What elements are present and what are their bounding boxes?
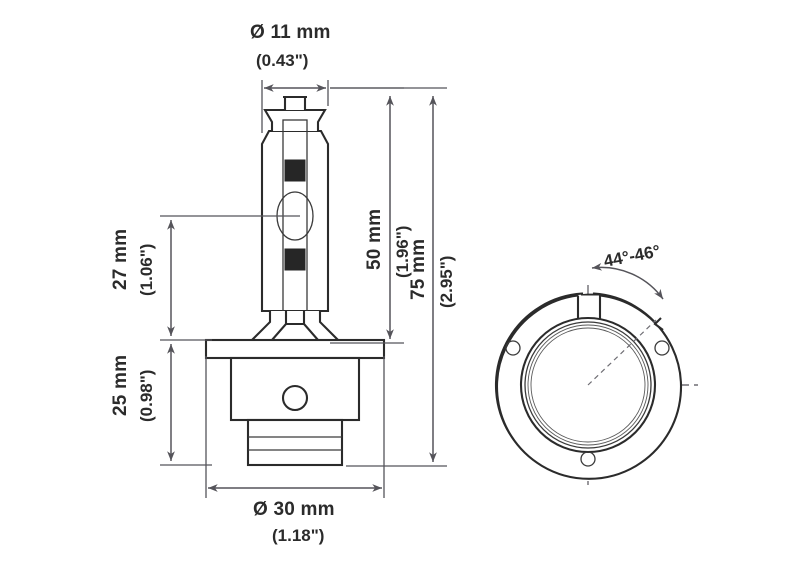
mounting-hole-left (505, 340, 521, 356)
dim-sublabel-top-diameter: (0.43") (256, 51, 308, 70)
dimension-top-diameter: Ø 11 mm (0.43") (250, 22, 331, 133)
dim-sublabel-base-height: (0.98") (137, 370, 156, 422)
dim-label-base-diameter: Ø 30 mm (253, 499, 335, 520)
dim-sublabel-overall-length: (2.95") (437, 256, 456, 308)
dimension-arc-height: 27 mm (1.06") (110, 215, 300, 341)
base-body (229, 356, 361, 422)
dim-sublabel-arc-height: (1.06") (137, 244, 156, 296)
dimension-keyway-angle: 44°-46° (591, 241, 664, 300)
base-bottom-view (494, 285, 698, 485)
dimension-overall-length: 75 mm (2.95") (330, 87, 456, 467)
mount-frame (249, 311, 341, 342)
dim-label-glass-length: 50 mm (364, 209, 385, 270)
radial-leader-line (587, 319, 657, 386)
dim-sublabel-base-diameter: (1.18") (272, 526, 324, 545)
dim-sublabel-glass-length: (1.96") (393, 226, 412, 278)
dimension-glass-length: 50 mm (1.96") (330, 87, 412, 344)
dim-label-top-diameter: Ø 11 mm (250, 22, 331, 43)
mounting-hole-bottom (580, 451, 596, 467)
dim-label-arc-height: 27 mm (110, 229, 131, 290)
dim-label-overall-length: 75 mm (408, 239, 429, 300)
glass-envelope (260, 95, 330, 313)
dimension-base-height: 25 mm (0.98") (110, 343, 212, 466)
dimension-base-diameter: Ø 30 mm (1.18") (205, 356, 385, 545)
base-contact-section (246, 418, 344, 467)
dim-label-base-height: 25 mm (110, 355, 131, 416)
side-elevation-view (204, 95, 386, 467)
dim-label-keyway-angle: 44°-46° (602, 241, 662, 271)
mounting-hole-right (654, 340, 670, 356)
